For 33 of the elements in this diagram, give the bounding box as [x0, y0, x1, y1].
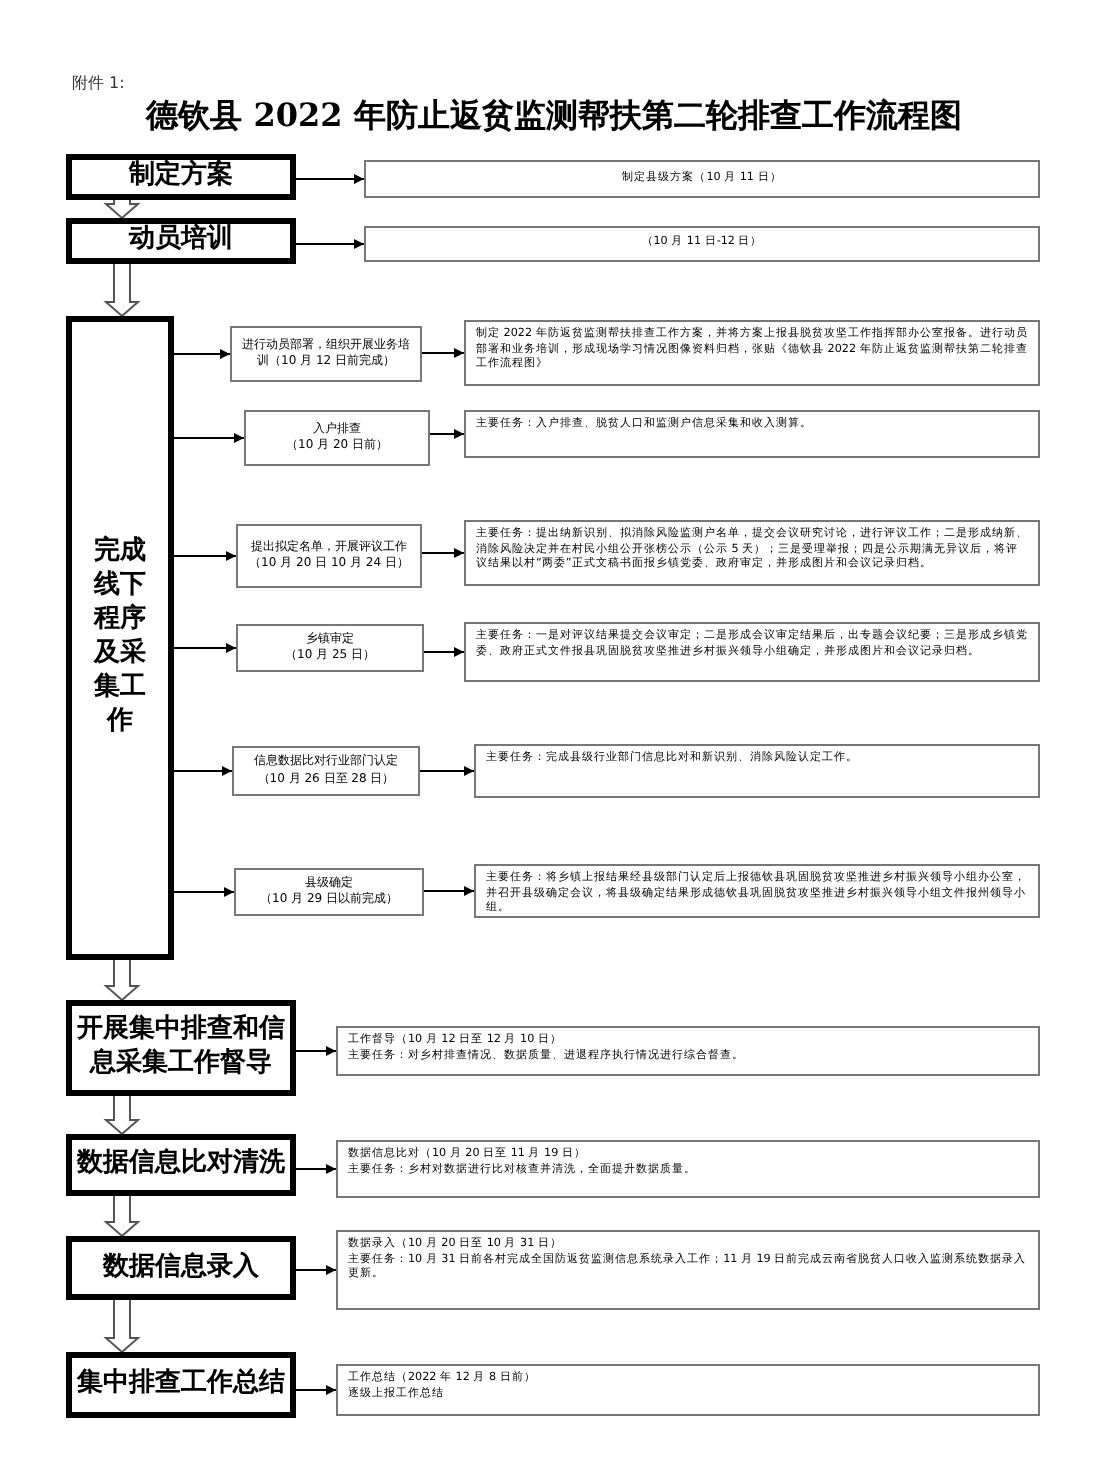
block-arrow [103, 959, 141, 1002]
arrow [295, 1164, 337, 1174]
attachment-note: 附件 1: [72, 72, 125, 94]
block-arrow [103, 1299, 141, 1354]
arrow [173, 887, 235, 897]
arrow [421, 348, 465, 358]
arrow [419, 766, 475, 776]
step-box: 开展集中排查和信息采集工作督导 [66, 1000, 296, 1096]
title: 德钦县 2022 年防止返贫监测帮扶第二轮排查工作流程图 [143, 96, 964, 138]
step-box: 数据信息比对清洗 [66, 1134, 296, 1196]
arrow [429, 429, 465, 439]
step-box: 数据信息录入 [66, 1236, 296, 1300]
step-box: 完成线下程序及采集工作 [66, 316, 174, 960]
arrow [173, 643, 237, 653]
block-arrow [103, 199, 141, 220]
block-arrow [103, 1195, 141, 1238]
arrow [173, 433, 245, 443]
arrow [295, 1265, 337, 1275]
arrow [295, 1046, 337, 1056]
arrow [295, 1385, 337, 1395]
arrow [295, 239, 365, 249]
arrow [173, 349, 231, 359]
step-box: 动员培训 [66, 218, 296, 264]
step-box: 制定方案 [66, 154, 296, 200]
arrow [421, 548, 465, 558]
arrow [173, 766, 233, 776]
block-arrow [103, 263, 141, 318]
step-box: 集中排查工作总结 [66, 1352, 296, 1418]
block-arrow [103, 1095, 141, 1136]
arrow [173, 551, 237, 561]
arrow [295, 174, 365, 184]
arrow [423, 886, 475, 896]
arrow [423, 647, 465, 657]
